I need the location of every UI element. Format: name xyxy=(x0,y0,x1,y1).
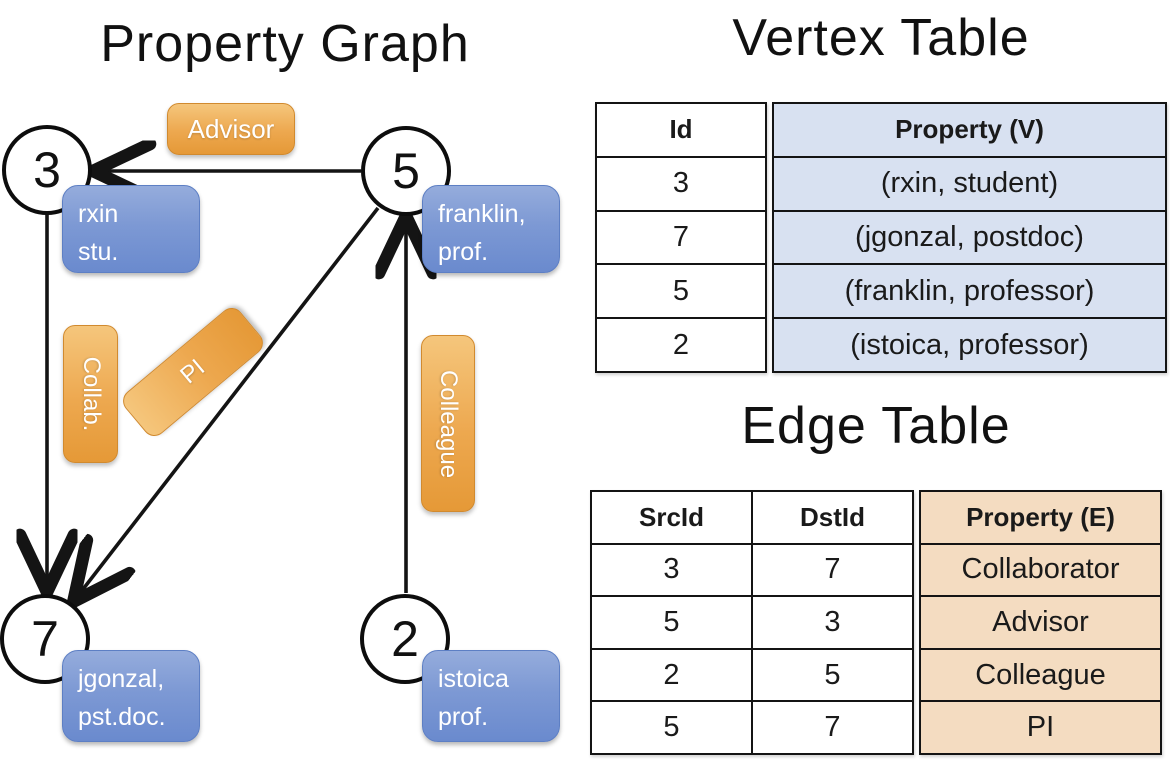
vertex-table-property-column: Property (V) (rxin, student) (jgonzal, p… xyxy=(772,102,1167,373)
edge-table-header-dst: DstId xyxy=(751,492,912,543)
vertex-table-cell-property: (rxin, student) xyxy=(774,155,1165,210)
vertex-prop-box-7: jgonzal, pst.doc. xyxy=(62,650,200,742)
edge-table-cell-property: PI xyxy=(921,700,1160,753)
edge-table-cell-property: Colleague xyxy=(921,647,1160,701)
vertex-prop-line: istoica xyxy=(438,665,509,693)
edge-table-cell-property: Collaborator xyxy=(921,542,1160,596)
edge-table: SrcId DstId 3 7 5 3 2 5 5 7 Property (E)… xyxy=(590,490,1162,755)
vertex-table-cell-property: (jgonzal, postdoc) xyxy=(774,209,1165,264)
graph-node-2: 2 xyxy=(360,594,450,684)
vertex-table-cell-id: 2 xyxy=(597,317,765,371)
node-id-label: 7 xyxy=(31,611,59,667)
edge-table-cell-dst: 7 xyxy=(751,544,912,596)
edge-table-cell-dst: 5 xyxy=(751,649,912,701)
vertex-table-cell-property: (franklin, professor) xyxy=(774,263,1165,317)
edge-table-cell-src: 2 xyxy=(663,658,680,691)
edge-table-cell-dst: 3 xyxy=(751,597,912,648)
property-graph-title: Property Graph xyxy=(100,15,470,73)
vertex-table-header-id: Id xyxy=(669,114,693,145)
edge-label-text: Colleague xyxy=(435,369,462,478)
vertex-table-cell-property: (istoica, professor) xyxy=(774,317,1165,371)
vertex-table-title: Vertex Table xyxy=(732,9,1030,67)
edge-table-header-property: Property (E) xyxy=(966,501,1115,532)
edge-table-id-columns: SrcId DstId 3 7 5 3 2 5 5 7 xyxy=(590,490,914,755)
edge-table-header-src: SrcId xyxy=(638,501,705,532)
edge-table-cell-dst: 7 xyxy=(751,702,912,753)
vertex-table: Id 3 7 5 2 Property (V) (rxin, student) … xyxy=(595,102,1167,373)
vertex-prop-line: pst.doc. xyxy=(78,702,166,731)
graph-edges xyxy=(0,0,580,760)
edge-label-text: Collab. xyxy=(77,356,105,432)
node-id-label: 2 xyxy=(391,611,419,667)
edge-label-advisor: Advisor xyxy=(167,103,295,155)
vertex-prop-line: jgonzal, xyxy=(78,665,165,693)
edge-label-colleague: Colleague xyxy=(421,335,475,512)
vertex-table-header-property: Property (V) xyxy=(895,114,1044,145)
edge-table-cell-src: 5 xyxy=(663,711,680,744)
vertex-prop-line: franklin, xyxy=(438,200,526,228)
edge-line-pi-5-to-7 xyxy=(77,206,380,597)
vertex-prop-line: rxin xyxy=(78,200,119,228)
vertex-prop-box-3: rxin stu. xyxy=(62,185,200,273)
edge-label-text: Advisor xyxy=(187,113,275,144)
vertex-prop-line: prof. xyxy=(438,702,489,731)
node-id-label: 5 xyxy=(392,143,420,199)
edge-table-cell-src: 3 xyxy=(663,553,680,586)
vertex-prop-line: stu. xyxy=(78,237,119,266)
edge-table-cell-property: Advisor xyxy=(921,595,1160,648)
vertex-table-cell-id: 7 xyxy=(597,209,765,264)
vertex-prop-box-5: franklin, prof. xyxy=(422,185,560,273)
vertex-prop-box-2: istoica prof. xyxy=(422,650,560,742)
node-id-label: 3 xyxy=(33,142,61,198)
vertex-table-id-column: Id 3 7 5 2 xyxy=(595,102,767,373)
edge-table-property-column: Property (E) Collaborator Advisor Collea… xyxy=(919,490,1162,755)
vertex-prop-line: prof. xyxy=(438,237,489,266)
vertex-table-cell-id: 3 xyxy=(597,155,765,210)
edge-table-title: Edge Table xyxy=(741,397,1011,455)
vertex-table-cell-id: 5 xyxy=(597,263,765,317)
edge-label-collab: Collab. xyxy=(63,325,118,463)
edge-table-cell-src: 5 xyxy=(663,605,680,638)
edge-label-text: PI xyxy=(175,353,211,390)
